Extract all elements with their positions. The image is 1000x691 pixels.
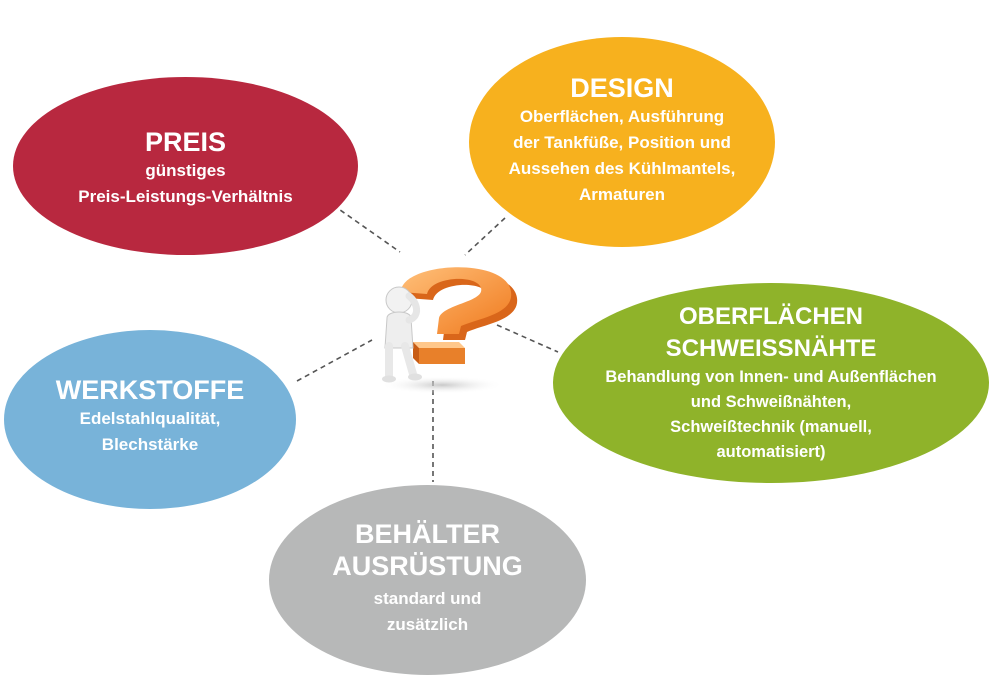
- design-line: Aussehen des Kühlmantels,: [508, 159, 736, 178]
- behaelter-title-line: BEHÄLTER: [354, 519, 500, 549]
- node-behaelter: BEHÄLTER AUSRÜSTUNG standard und zusätzl…: [269, 485, 586, 675]
- design-title: DESIGN: [570, 73, 674, 103]
- werkstoffe-line: Edelstahlqualität,: [79, 408, 221, 428]
- oberflaechen-title: OBERFLÄCHEN SCHWEISSNÄHTE: [666, 301, 877, 365]
- design-line: Armaturen: [579, 185, 665, 204]
- behaelter-title-line: AUSRÜSTUNG: [332, 551, 523, 581]
- preis-description: günstiges Preis-Leistungs-Verhältnis: [78, 158, 292, 210]
- oberflaechen-line: und Schweißnähten,: [690, 393, 852, 411]
- preis-line: Preis-Leistungs-Verhältnis: [78, 187, 293, 206]
- werkstoffe-line: Blechstärke: [101, 434, 199, 454]
- connector-preis: [332, 204, 401, 253]
- werkstoffe-description: Edelstahlqualität, Blechstärke: [80, 406, 221, 458]
- design-description: Oberflächen, Ausführung der Tankfüße, Po…: [509, 104, 736, 208]
- design-line: der Tankfüße, Position und: [513, 133, 731, 152]
- oberflaechen-line: automatisiert): [716, 443, 826, 461]
- node-design: DESIGN Oberflächen, Ausführung der Tankf…: [469, 37, 775, 247]
- preis-line: günstiges: [145, 161, 226, 180]
- oberflaechen-title-line: OBERFLÄCHEN: [679, 303, 863, 330]
- node-preis: PREIS günstiges Preis-Leistungs-Verhältn…: [13, 77, 358, 255]
- connector-design: [464, 217, 506, 256]
- design-line: Oberflächen, Ausführung: [519, 107, 725, 126]
- node-werkstoffe: WERKSTOFFE Edelstahlqualität, Blechstärk…: [4, 330, 296, 509]
- connector-werkstoffe: [296, 339, 373, 382]
- oberflaechen-description: Behandlung von Innen- und Außenflächen u…: [605, 365, 936, 465]
- oberflaechen-line: Schweißtechnik (manuell,: [670, 418, 872, 436]
- behaelter-description: standard und zusätzlich: [374, 586, 482, 638]
- oberflaechen-title-line: SCHWEISSNÄHTE: [665, 335, 877, 362]
- node-oberflaechen: OBERFLÄCHEN SCHWEISSNÄHTE Behandlung von…: [553, 283, 989, 483]
- werkstoffe-title: WERKSTOFFE: [55, 374, 245, 405]
- preis-title: PREIS: [144, 127, 227, 157]
- oberflaechen-line: Behandlung von Innen- und Außenflächen: [605, 368, 937, 386]
- connector-oberflaechen: [496, 324, 559, 353]
- behaelter-title: BEHÄLTER AUSRÜSTUNG: [332, 518, 523, 582]
- thinking-person-question-mark-icon: [380, 267, 518, 394]
- behaelter-line: zusätzlich: [386, 615, 469, 634]
- behaelter-line: standard und: [373, 589, 482, 608]
